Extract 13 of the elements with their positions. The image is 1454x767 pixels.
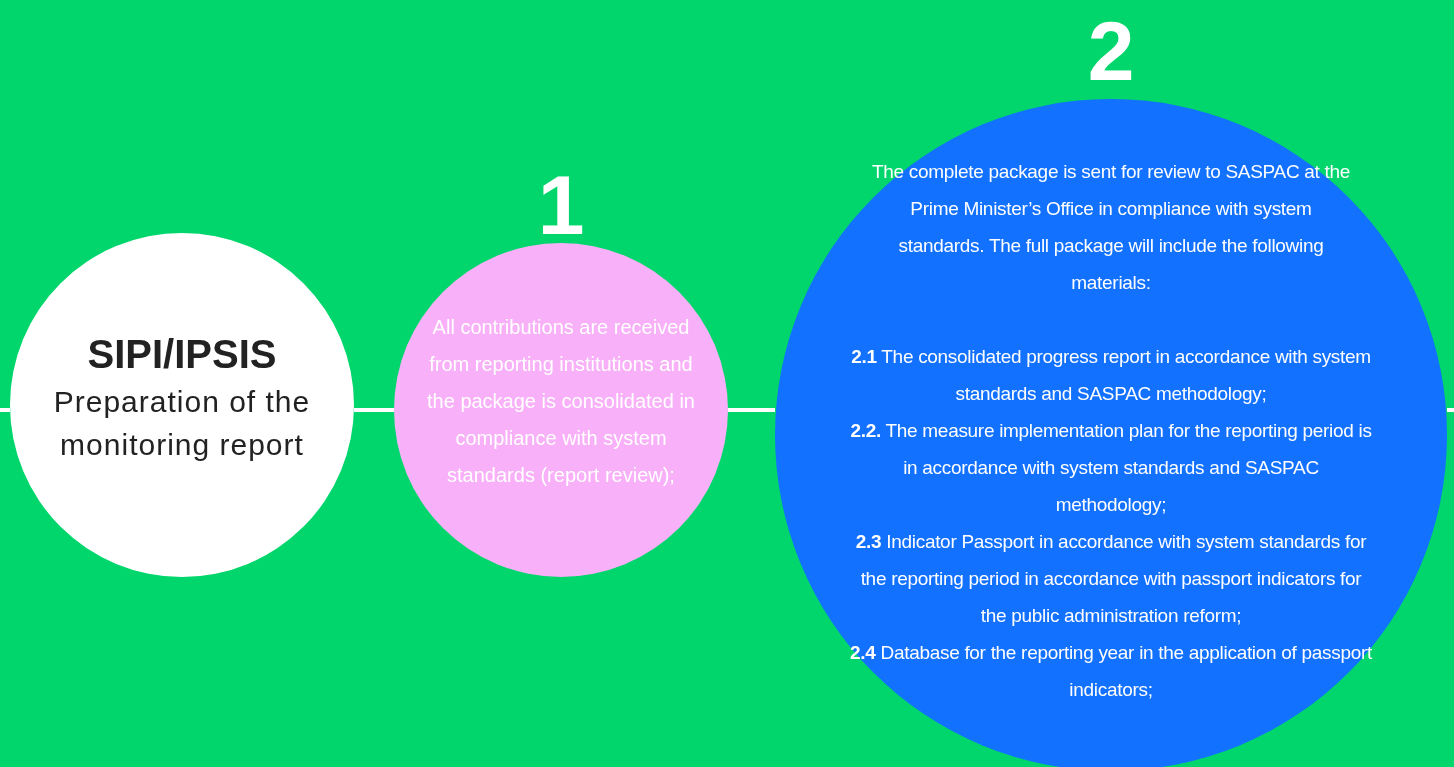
step-number: 2 <box>1087 9 1135 93</box>
step-number: 1 <box>537 163 585 247</box>
heading: SIPI/IPSIS <box>86 331 278 378</box>
list-item: 2.2. The measure implementation plan for the reporting period is in accordance with system standards and SASPAC methodology; <box>849 419 1373 517</box>
body-text: All contributions are received from reporting institutions and the package is consolidated in compliance with system standards (report review); <box>426 315 696 488</box>
connector-line <box>0 408 10 412</box>
list-item: 2.1 The consolidated progress report in accordance with system standards and SASPAC methodology; <box>850 345 1372 406</box>
connector-line <box>354 408 394 412</box>
body-text: The complete package is sent for review to SASPAC at the Prime Minister’s Office in compliance with system standards. The full package will include the following materials: <box>870 160 1352 295</box>
connector-line <box>728 408 775 412</box>
list-item: 2.3 Indicator Passport in accordance with system standards for the reporting period in accordance with passport indicators for the public administration reform; <box>854 530 1368 628</box>
connector-line <box>1447 408 1454 412</box>
body-text: Preparation of the monitoring report <box>52 384 312 463</box>
